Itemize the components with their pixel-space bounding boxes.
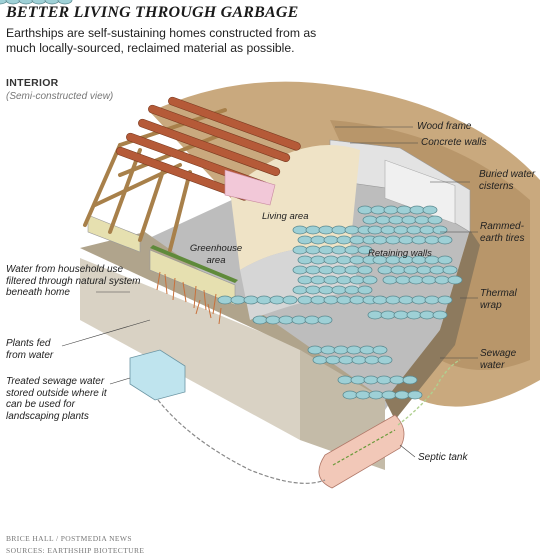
credit-sources: SOURCES: EARTHSHIP BIOTECTURE [6,546,145,555]
label-living-area: Living area [262,211,309,222]
pipe-to-storage [157,399,326,484]
label-rammed-earth-tires: Rammed-earth tires [480,221,525,244]
septic-level [332,429,396,466]
label-retaining-walls: Retaining walls [368,248,432,259]
label-wood-frame: Wood frame [417,121,472,132]
roots [156,271,222,325]
label-septic-tank: Septic tank [418,452,468,463]
greenhouse-planter-2 [87,214,141,253]
label-water-household: Water from household use filtered throug… [6,264,141,298]
page-title: BETTER LIVING THROUGH GARBAGE [6,4,299,21]
pink-insulation [224,169,276,206]
leader-lines [61,126,478,458]
page-subtitle: Earthships are self-sustaining homes con… [6,26,317,55]
pipe-sewage [397,359,461,426]
rammed-earth-tires [0,0,463,400]
front-wall-top [80,232,385,400]
storage-box [129,349,186,401]
credit-artist: BRICE HALL / POSTMEDIA NEWS [6,534,132,543]
section-label: INTERIOR [6,77,59,89]
label-greenhouse-area: Greenhouse area [189,243,243,266]
label-sewage-water: Sewage water [480,348,517,371]
greenhouse-planter [149,249,236,306]
label-treated-sewage: Treated sewage water stored outside wher… [6,376,107,422]
label-concrete-walls: Concrete walls [421,137,487,148]
section-sublabel: (Semi-constructed view) [6,91,114,102]
plant-strip [150,245,238,283]
front-wall [80,258,300,440]
label-buried-water-cisterns: Buried water cisterns [479,169,536,192]
septic-tank [318,414,405,489]
label-thermal-wrap: Thermal wrap [480,288,517,311]
label-plants-fed: Plants fed from water [6,338,54,361]
